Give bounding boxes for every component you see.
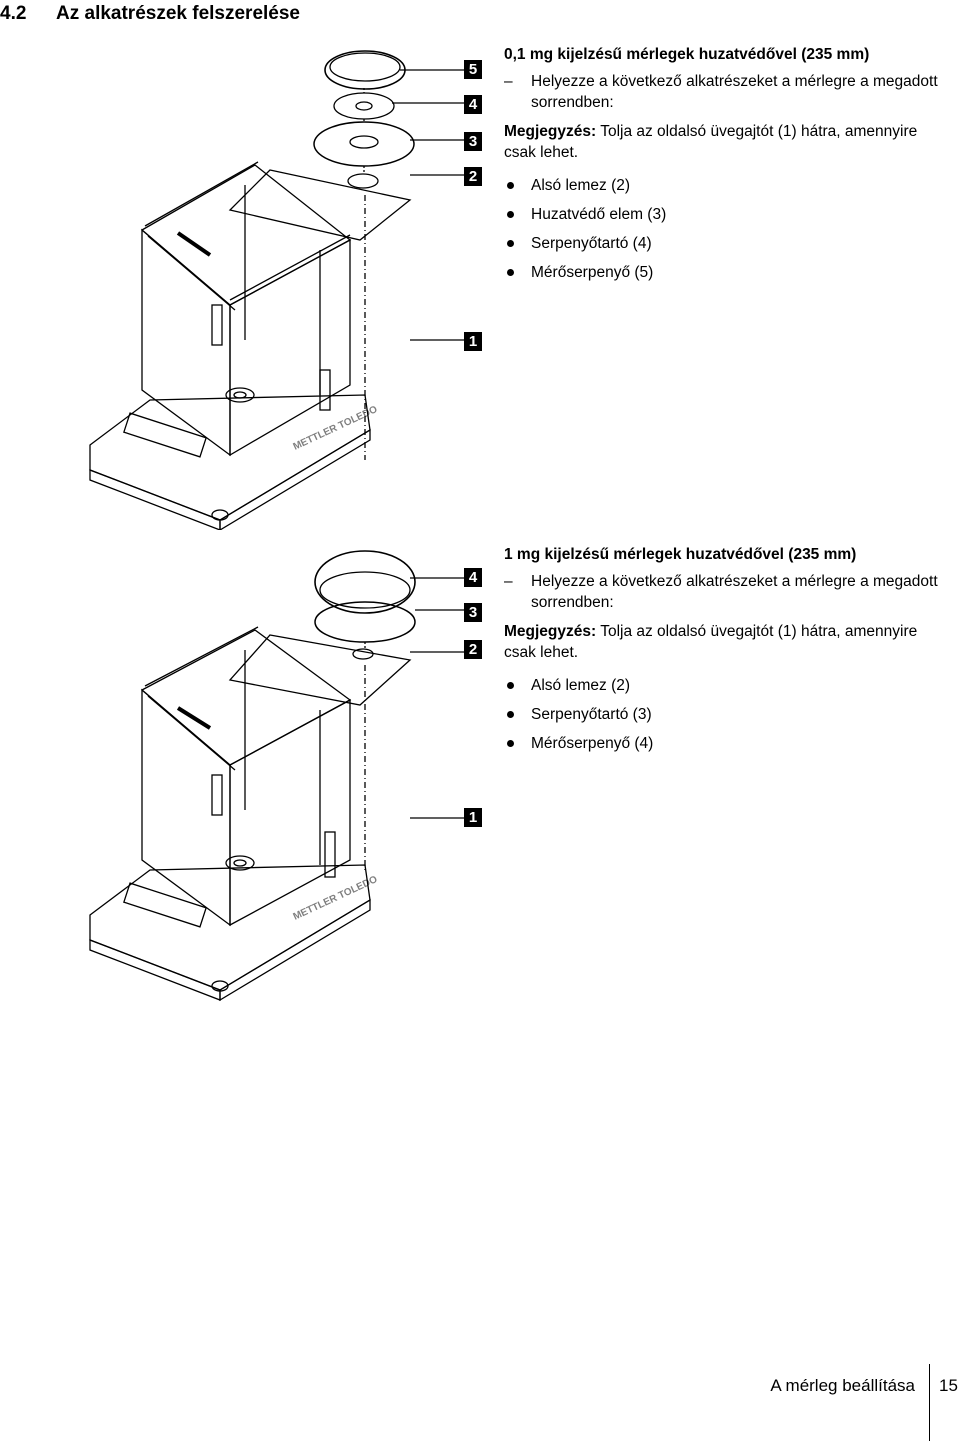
step-text: Helyezze a következő alkatrészeket a mér… xyxy=(531,73,938,111)
section-1-note: Megjegyzés: Tolja az oldalsó üvegajtót (… xyxy=(504,121,944,163)
balance-illustration-1: METTLER TOLEDO 5 4 3 2 1 xyxy=(80,40,500,532)
footer-chapter: A mérleg beállítása xyxy=(770,1376,915,1395)
callout-4: 4 xyxy=(464,568,482,587)
footer-divider xyxy=(929,1364,930,1441)
section-2-note: Megjegyzés: Tolja az oldalsó üvegajtót (… xyxy=(504,621,944,663)
list-item: Alsó lemez (2) xyxy=(504,175,944,196)
section-title: Az alkatrészek felszerelése xyxy=(56,3,300,24)
step-dash: – xyxy=(504,573,513,590)
step-text: Helyezze a következő alkatrészeket a mér… xyxy=(531,573,938,611)
note-text: Tolja az oldalsó üvegajtót (1) hátra, am… xyxy=(504,623,918,661)
list-item: Serpenyőtartó (3) xyxy=(504,704,944,725)
section-1-parts-list: Alsó lemez (2) Huzatvédő elem (3) Serpen… xyxy=(504,175,944,283)
callout-1: 1 xyxy=(464,332,482,351)
page-heading: 4.2 Az alkatrészek felszerelése xyxy=(0,0,960,30)
list-item: Huzatvédő elem (3) xyxy=(504,204,944,225)
brand-logo-2: METTLER TOLEDO xyxy=(292,874,380,923)
list-item: Alsó lemez (2) xyxy=(504,675,944,696)
callout-3: 3 xyxy=(464,132,482,151)
section-2-title: 1 mg kijelzésű mérlegek huzatvédővel (23… xyxy=(504,546,857,563)
section-2-step: – Helyezze a következő alkatrészeket a m… xyxy=(504,571,944,613)
callout-3: 3 xyxy=(464,603,482,622)
balance-illustration-2: METTLER TOLEDO 4 3 2 1 xyxy=(80,540,500,1010)
list-item: Mérőserpenyő (4) xyxy=(504,733,944,754)
callout-2: 2 xyxy=(464,640,482,659)
section-2-parts-list: Alsó lemez (2) Serpenyőtartó (3) Mérőser… xyxy=(504,675,944,754)
step-dash: – xyxy=(504,73,513,90)
callout-1: 1 xyxy=(464,808,482,827)
note-text: Tolja az oldalsó üvegajtót (1) hátra, am… xyxy=(504,123,918,161)
callout-4: 4 xyxy=(464,95,482,114)
instructions-section-2: 1 mg kijelzésű mérlegek huzatvédővel (23… xyxy=(504,544,944,762)
callout-2: 2 xyxy=(464,167,482,186)
page-number: 15 xyxy=(939,1376,958,1395)
section-number: 4.2 xyxy=(0,3,27,24)
note-label: Megjegyzés: xyxy=(504,123,597,140)
instructions-section-1: 0,1 mg kijelzésű mérlegek huzatvédővel (… xyxy=(504,44,944,291)
section-1-title: 0,1 mg kijelzésű mérlegek huzatvédővel (… xyxy=(504,46,870,63)
section-1-step: – Helyezze a következő alkatrészeket a m… xyxy=(504,71,944,113)
list-item: Serpenyőtartó (4) xyxy=(504,233,944,254)
note-label: Megjegyzés: xyxy=(504,623,597,640)
list-item: Mérőserpenyő (5) xyxy=(504,262,944,283)
callout-5: 5 xyxy=(464,60,482,79)
